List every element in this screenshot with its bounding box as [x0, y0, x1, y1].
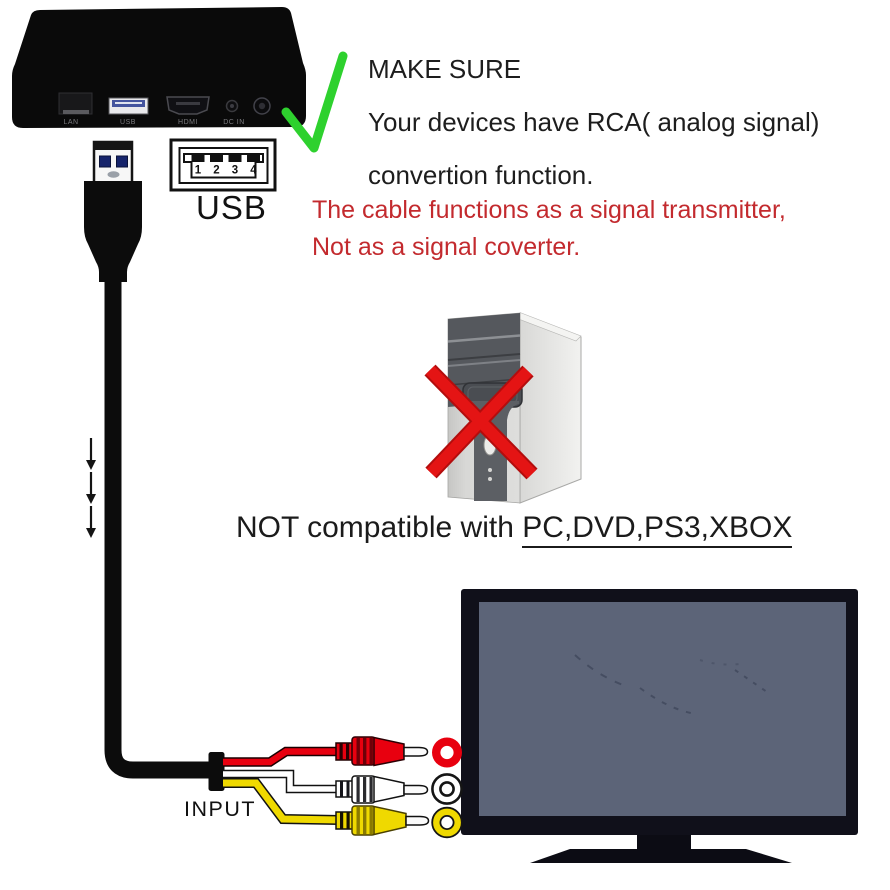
- usb-port: [108, 97, 149, 115]
- usb-pin-number-2: 2: [213, 165, 219, 177]
- hdmi-port: [166, 96, 210, 115]
- compatibility-prefix: NOT compatible with: [236, 511, 514, 544]
- down-arrow-3: [86, 506, 96, 538]
- notice-title: MAKE SURE: [368, 54, 522, 84]
- usb-cable: [104, 275, 210, 779]
- checkmark-icon: [281, 51, 348, 153]
- port-label-usb: USB: [120, 119, 136, 126]
- red-cross-icon: [424, 364, 538, 480]
- down-arrow-2: [86, 472, 96, 504]
- input-label: INPUT: [184, 797, 256, 821]
- rca-plug-white-pin: [403, 784, 429, 795]
- usb-plug-pin-right: [116, 155, 128, 168]
- tv-screen: [479, 602, 846, 816]
- tv-screen-smudges: [574, 654, 768, 715]
- warning-line-1: The cable functions as a signal transmit…: [312, 196, 786, 224]
- port-label-lan: LAN: [63, 119, 78, 126]
- port-label-dcin: DC IN: [223, 119, 245, 126]
- port-label-hdmi: HDMI: [178, 119, 198, 126]
- usb-plug-hole: [107, 171, 120, 178]
- rca-jack-red: [432, 737, 462, 768]
- tower-led-2: [488, 477, 492, 481]
- tv-stand-base: [530, 849, 792, 863]
- usb-plug-pin-left: [99, 155, 111, 168]
- rca-jack-yellow: [431, 806, 463, 839]
- tower-led-1: [488, 468, 492, 472]
- tv-stand-neck: [637, 835, 691, 849]
- rca-wire-red: [223, 746, 340, 767]
- av-jack-port: [253, 97, 271, 115]
- usb-plug: [84, 140, 142, 282]
- bay-ridge-2: [447, 353, 521, 361]
- usb-plug-body: [84, 181, 142, 282]
- usb-port-icon: 1 2 3 4: [169, 138, 277, 192]
- rca-jack-white: [431, 773, 463, 805]
- rca-wire-yellow: [223, 778, 341, 825]
- rca-splitter: [208, 752, 225, 791]
- down-arrows: [86, 438, 96, 538]
- bay-ridge-4: [447, 378, 521, 386]
- rca-plug-white: [335, 775, 429, 804]
- bay-ridge-1: [447, 334, 521, 343]
- warning-line-2: Not as a signal coverter.: [312, 233, 581, 261]
- usb-icon-label: USB: [196, 189, 267, 226]
- lan-port: [58, 92, 93, 115]
- usb-pin-number-1: 1: [195, 165, 202, 177]
- bay-ridge-3: [447, 359, 521, 367]
- usb-pin-number-3: 3: [232, 165, 238, 177]
- tv: [461, 589, 858, 863]
- compatibility-devices: PC,DVD,PS3,XBOX: [522, 511, 793, 548]
- media-box: LAN USB HDMI DC IN: [12, 7, 306, 128]
- rca-plug-red: [335, 736, 429, 767]
- notice-line-2: convertion function.: [368, 160, 594, 190]
- rca-plug-red-pin: [403, 746, 429, 757]
- usb-plug-shell-opening: [94, 142, 132, 150]
- notice-line-1: Your devices have RCA( analog signal): [368, 107, 820, 137]
- rca-wire-white: [223, 769, 340, 794]
- dc-in-port: [225, 99, 239, 113]
- rca-plug-yellow: [335, 805, 430, 836]
- rca-plug-yellow-pin: [405, 815, 430, 826]
- usb-pin-number-4: 4: [250, 165, 257, 177]
- down-arrow-1: [86, 438, 96, 470]
